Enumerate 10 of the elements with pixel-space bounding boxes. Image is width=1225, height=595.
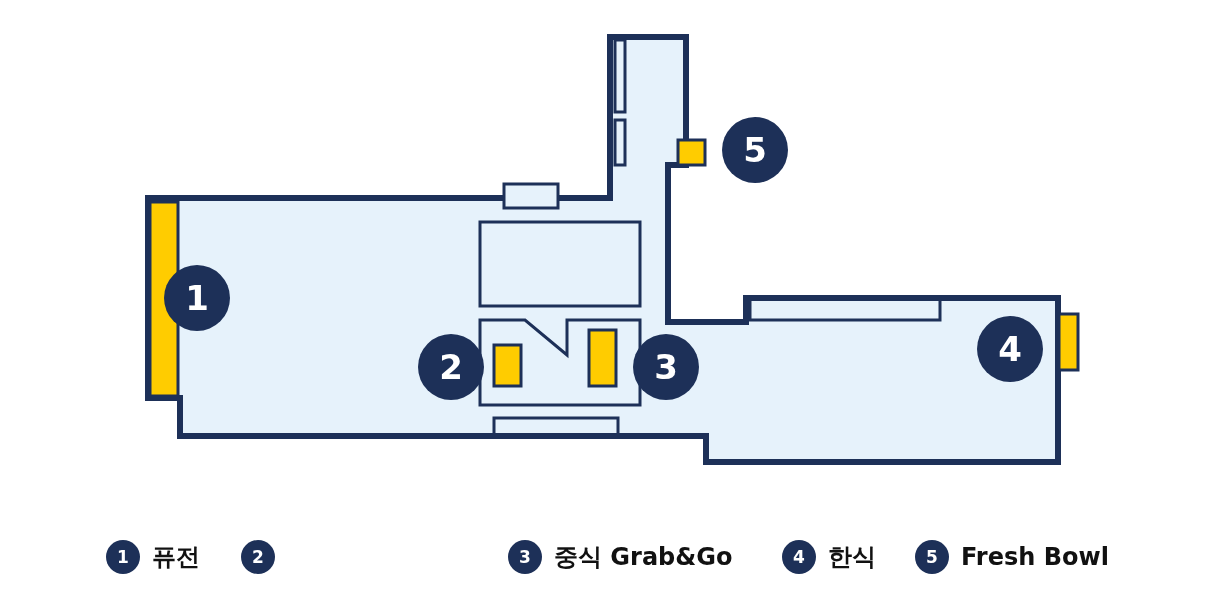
number-badge: 1 <box>106 540 140 574</box>
number-badge: 4 <box>782 540 816 574</box>
number-badge: 2 <box>241 540 275 574</box>
badge-caption: 한식 <box>828 542 876 573</box>
badge-caption: Fresh Bowl <box>961 542 1109 573</box>
badge-caption: 퓨전 <box>152 542 200 573</box>
number-badge: 5 <box>915 540 949 574</box>
badge-caption: 중식 Grab&Go <box>554 542 733 573</box>
number-badge: 3 <box>508 540 542 574</box>
number-badge: 5 <box>722 117 788 183</box>
